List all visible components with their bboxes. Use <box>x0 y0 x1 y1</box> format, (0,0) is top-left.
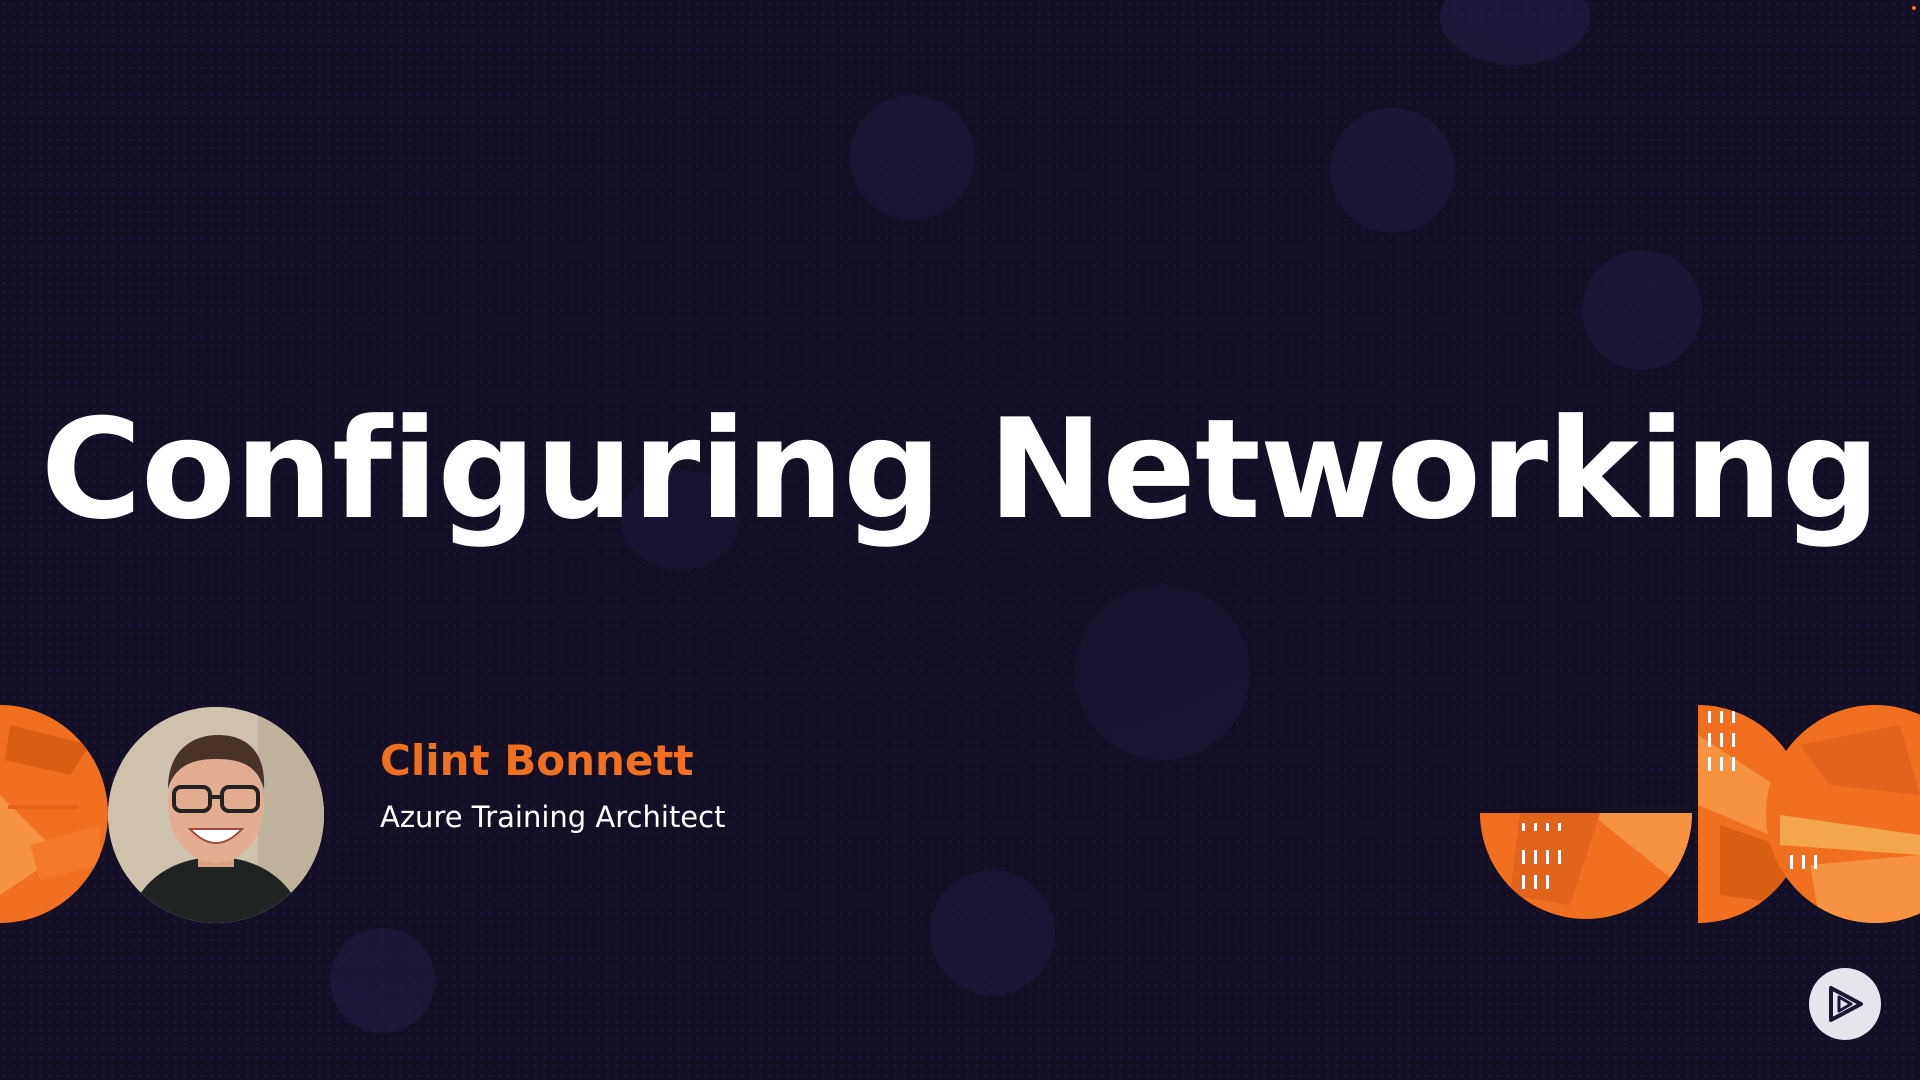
background-bubble <box>850 95 975 220</box>
slide-title: Configuring Networking <box>40 389 1881 550</box>
presenter-role: Azure Training Architect <box>380 800 726 834</box>
presenter-avatar <box>108 707 324 923</box>
presenter-photo <box>108 707 324 923</box>
background-bubble <box>1440 0 1590 65</box>
brand-logo <box>1809 968 1881 1040</box>
decorative-half-circle-left <box>0 705 108 923</box>
background-bubble <box>930 870 1055 995</box>
decorative-shapes-right <box>1480 705 1920 923</box>
background-bubble <box>1582 250 1702 370</box>
background-bubble <box>330 928 435 1033</box>
background-bubble <box>1075 585 1250 760</box>
play-icon <box>1829 986 1863 1022</box>
background-bubble <box>1330 108 1455 233</box>
presenter-name: Clint Bonnett <box>380 736 694 785</box>
corner-indicator-dot <box>1912 6 1916 10</box>
